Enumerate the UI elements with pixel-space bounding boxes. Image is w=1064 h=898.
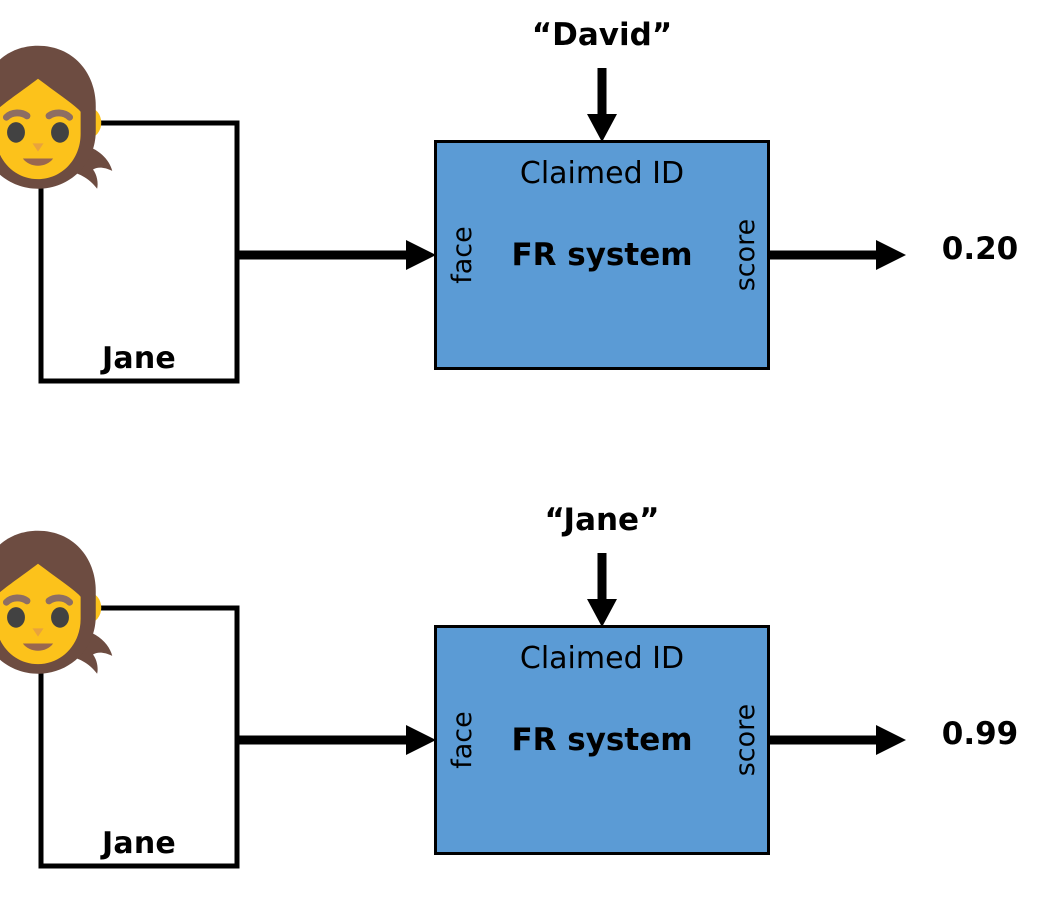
- fr-system-box: Claimed ID face FR system score: [434, 625, 770, 855]
- card-caption: Jane: [102, 341, 176, 376]
- claimed-id-arrow: [587, 553, 617, 627]
- id-document-card: Jane: [0, 45, 240, 384]
- claimed-id-value: “Jane”: [544, 502, 660, 538]
- verification-row: Jane “Jane” Claimed ID face FR system sc…: [0, 485, 1064, 885]
- id-document-card: Jane: [0, 530, 240, 869]
- score-port-label: score: [730, 703, 761, 777]
- face-input-arrow: [238, 725, 436, 755]
- score-port-label: score: [730, 218, 761, 292]
- claimed-id-arrow: [587, 68, 617, 142]
- fr-system-label: FR system: [511, 237, 693, 273]
- claimed-id-label: Claimed ID: [519, 156, 685, 191]
- fr-system-box: Claimed ID face FR system score: [434, 140, 770, 370]
- verification-row: Jane “David” Claimed ID face FR system s…: [0, 0, 1064, 400]
- fr-system-label: FR system: [511, 722, 693, 758]
- girl-face-emoji: [0, 45, 113, 189]
- score-output-arrow: [768, 240, 906, 270]
- face-input-arrow: [238, 240, 436, 270]
- card-caption: Jane: [102, 826, 176, 861]
- score-value: 0.20: [941, 231, 1019, 267]
- girl-face-emoji: [0, 530, 113, 674]
- score-value: 0.99: [941, 716, 1019, 752]
- claimed-id-label: Claimed ID: [519, 641, 685, 676]
- score-output-arrow: [768, 725, 906, 755]
- claimed-id-value: “David”: [531, 17, 673, 53]
